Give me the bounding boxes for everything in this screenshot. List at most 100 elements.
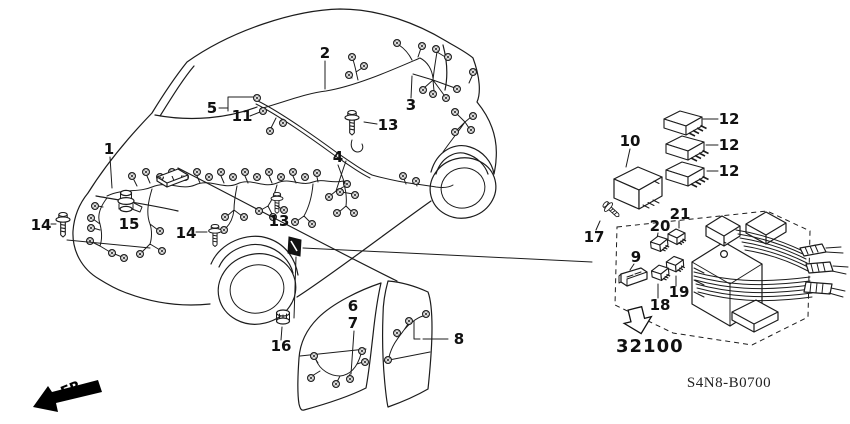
callout-2: 2 (320, 44, 330, 62)
connector-icon (119, 254, 129, 262)
connector-icon (217, 168, 225, 176)
callout-11: 11 (232, 107, 253, 125)
connector-icon (393, 38, 401, 48)
callout-15: 15 (119, 215, 140, 233)
rim (440, 167, 486, 209)
callout-14-left: 14 (31, 216, 52, 234)
connector-icon (451, 107, 459, 117)
connector-icon (86, 214, 96, 222)
door-belt-line (299, 348, 367, 357)
bolt-14-left (55, 211, 71, 238)
connector-21 (667, 228, 687, 246)
connector-icon (86, 224, 96, 232)
connector-icon (221, 213, 229, 221)
connector-icon (346, 375, 354, 383)
door-outline (297, 282, 382, 411)
connector-icon (469, 67, 477, 77)
connector-icon (220, 226, 228, 234)
callout-leader-lines (50, 60, 719, 375)
detail-boundary (614, 210, 811, 346)
connector-9 (618, 267, 648, 287)
connector-icon (85, 237, 95, 245)
connector-icon (308, 220, 316, 228)
callout-9: 9 (631, 248, 641, 266)
bolt-13-clip (350, 139, 364, 153)
callout-6: 6 (348, 297, 358, 315)
connector-icon (467, 125, 475, 134)
fastener-15 (117, 189, 143, 213)
callout-7: 7 (348, 314, 358, 332)
connector-icon (136, 250, 144, 258)
callout-10: 10 (620, 132, 641, 150)
connector-icon (205, 173, 213, 181)
callout-4: 4 (333, 148, 343, 166)
connector-icon (253, 173, 261, 181)
bolt-17 (600, 198, 624, 221)
wire-bundle-lower (693, 271, 813, 302)
connector-20 (649, 234, 671, 254)
connector-icon (158, 247, 166, 255)
callout-5: 5 (207, 99, 217, 117)
connector-icon (310, 352, 318, 360)
junction-box-highlight (290, 240, 298, 252)
connector-icon (107, 249, 117, 257)
connector-icon (240, 213, 248, 221)
callout-19: 19 (669, 283, 690, 301)
connector-icon (351, 191, 359, 199)
cabin-wire-harness (85, 168, 358, 325)
direction-indicator: FR. (33, 376, 102, 412)
connector-icon (241, 168, 249, 176)
callout-17: 17 (584, 228, 605, 246)
wire-bundle-upper (735, 229, 809, 272)
ref-arrow-icon (622, 305, 653, 335)
connector-icon (384, 356, 392, 364)
bolt-14-mid (208, 223, 222, 247)
connector-icon (259, 106, 267, 116)
connector-icon (229, 173, 237, 181)
callout-12-c: 12 (719, 162, 740, 180)
connector-icon (451, 128, 459, 136)
connector-icon (301, 173, 309, 181)
connector-icon (442, 93, 450, 103)
connector-icon (419, 85, 427, 95)
connector-icon (348, 52, 356, 62)
callout-13-mid: 13 (269, 212, 290, 230)
connector-icon (360, 61, 368, 71)
connector-icon (432, 44, 440, 54)
connector-icon (422, 310, 430, 318)
fr-arrow-icon (33, 380, 102, 412)
connector-icon (325, 193, 333, 201)
front-door-panel (297, 282, 382, 411)
callout-18: 18 (650, 296, 671, 314)
connector-icon (444, 52, 452, 62)
connector-icon (307, 374, 315, 382)
connector-icon (345, 70, 353, 80)
callout-1: 1 (104, 140, 114, 158)
connector-icon (128, 172, 136, 180)
connector-icon (313, 169, 321, 177)
callout-labels: 1 2 3 4 5 11 13 13 14 14 15 16 6 7 8 10 … (31, 44, 740, 355)
tire (429, 157, 497, 219)
connector-icon (291, 218, 299, 226)
callout-12-a: 12 (719, 110, 740, 128)
connector-icon (333, 209, 341, 217)
wire-bundle-wraps (799, 243, 849, 298)
rear-door-panel (382, 280, 433, 408)
connector-icon (358, 347, 366, 355)
grommet-16 (275, 309, 291, 325)
callout-16: 16 (271, 337, 292, 355)
callout-8: 8 (454, 330, 464, 348)
vehicle-body-outline (72, 8, 497, 325)
roof-and-floor-harness (253, 38, 477, 201)
connector-icon (412, 177, 420, 185)
body-contour (72, 8, 497, 306)
relay-bracket (156, 168, 189, 188)
connector-icon (279, 118, 287, 128)
connector-icon (393, 329, 401, 337)
harness-connectors (253, 38, 477, 201)
connector-icon (350, 209, 358, 217)
connector-icon (361, 358, 369, 366)
connector-icon (193, 168, 201, 176)
junction-box-drop-line (293, 256, 297, 319)
